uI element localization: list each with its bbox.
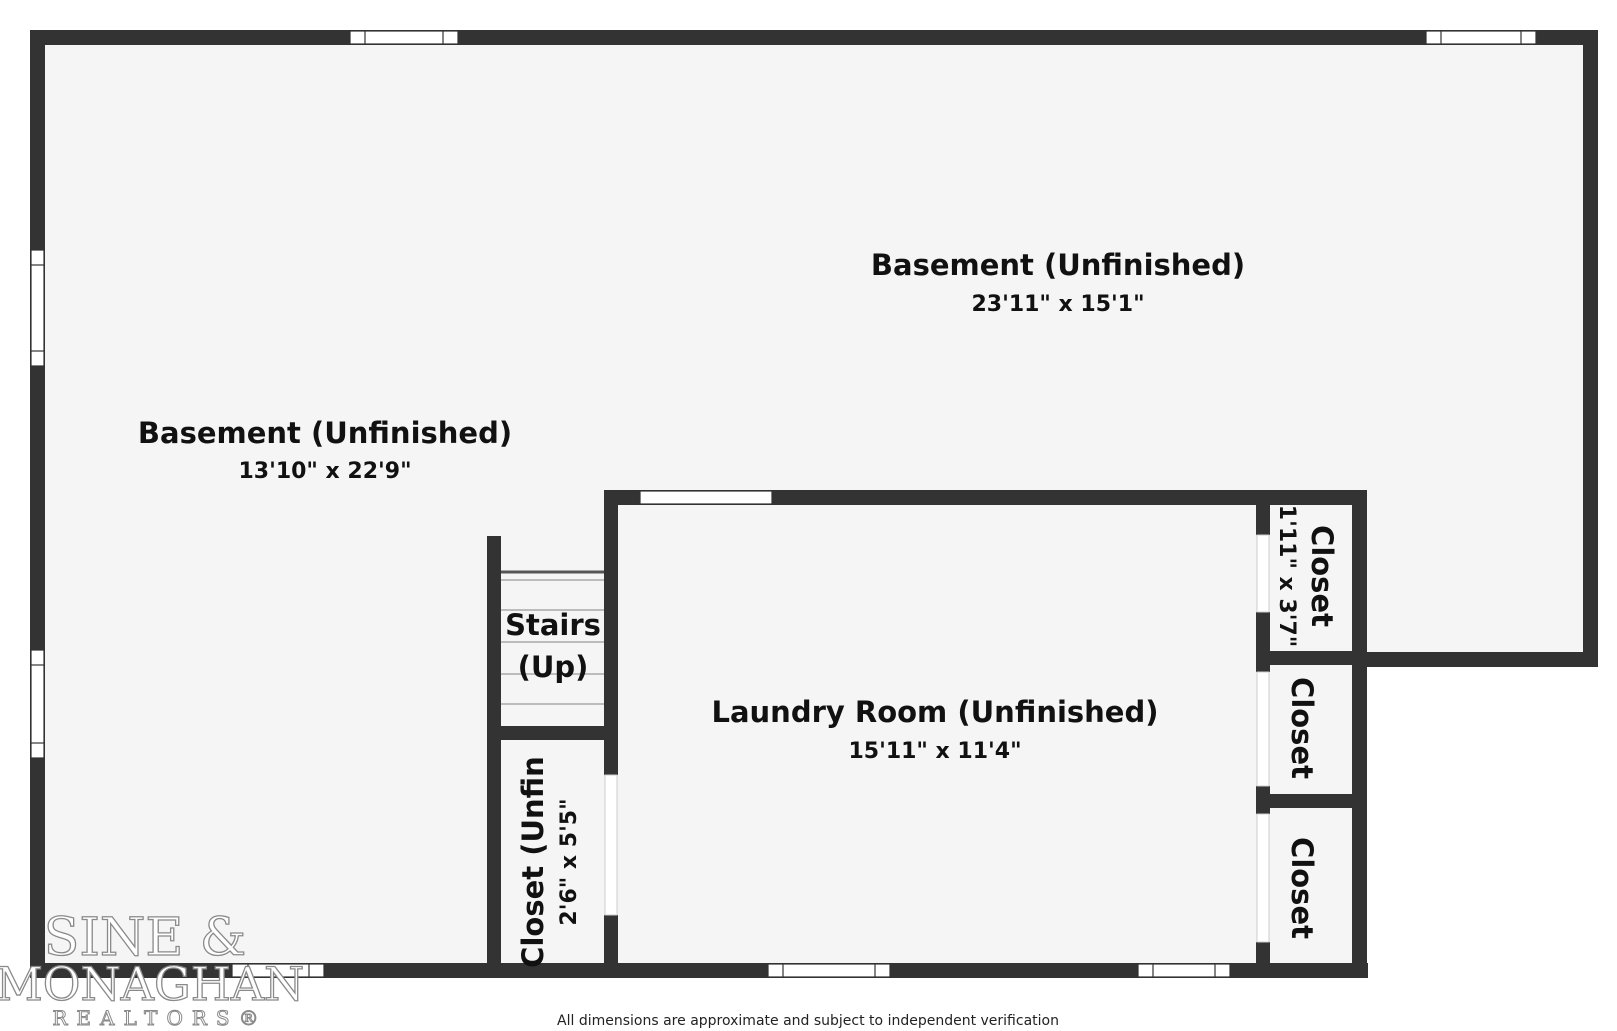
wall-closets-west-a bbox=[1256, 490, 1270, 535]
window-laundry-top bbox=[639, 490, 773, 505]
window-bottom-mid bbox=[767, 963, 891, 978]
laundry-name: Laundry Room (Unfinished) bbox=[711, 695, 1158, 729]
stairs-label-1: Stairs bbox=[505, 608, 601, 642]
wall-laundry-west-lower bbox=[604, 915, 618, 978]
wall-right bbox=[1583, 30, 1598, 667]
logo-line-1: SINE & bbox=[44, 908, 246, 968]
wall-laundry-west-upper bbox=[604, 490, 618, 775]
logo-line-3: REALTORS® bbox=[52, 1006, 267, 1030]
interior-walls bbox=[487, 490, 1367, 978]
closet-top-name: Closet bbox=[1305, 525, 1339, 627]
wall-top bbox=[30, 30, 1598, 45]
basement-left-name: Basement (Unfinished) bbox=[138, 416, 512, 450]
disclaimer-text: All dimensions are approximate and subje… bbox=[557, 1013, 1059, 1029]
door-closet-top bbox=[1256, 534, 1270, 613]
window-bottom-right bbox=[1137, 963, 1231, 978]
windows bbox=[30, 30, 1537, 978]
stairs-label-2: (Up) bbox=[518, 650, 589, 684]
room-labels: Basement (Unfinished) 23'11" x 15'1" Bas… bbox=[138, 248, 1339, 968]
door-closet-bottom bbox=[1256, 813, 1270, 943]
door-closet-unfin bbox=[604, 774, 618, 916]
logo-line-2: MONAGHAN bbox=[0, 957, 304, 1011]
wall-closet-divider-2 bbox=[1256, 794, 1367, 808]
window-top-left bbox=[349, 30, 459, 45]
door-closet-mid bbox=[1256, 671, 1270, 787]
window-left-upper bbox=[30, 249, 45, 367]
stair-treads bbox=[501, 570, 604, 705]
wall-bottom bbox=[30, 963, 1368, 978]
window-bottom-left bbox=[231, 963, 325, 978]
laundry-dims: 15'11" x 11'4" bbox=[848, 739, 1021, 764]
closet-unfin-dims: 2'6" x 5'5" bbox=[557, 798, 582, 925]
wall-laundry-top bbox=[604, 490, 1367, 505]
closet-mid-name: Closet bbox=[1285, 677, 1319, 779]
window-left-lower bbox=[30, 649, 45, 759]
basement-right-dims: 23'11" x 15'1" bbox=[971, 292, 1144, 317]
door-openings bbox=[604, 534, 1270, 943]
closet-unfin-name: Closet (Unfin bbox=[516, 756, 550, 968]
basement-left-dims: 13'10" x 22'9" bbox=[238, 459, 411, 484]
window-top-right bbox=[1425, 30, 1537, 45]
wall-closet-divider-1 bbox=[1256, 651, 1367, 665]
wall-stairs-west bbox=[487, 536, 501, 978]
closet-top-dims: 1'11" x 3'7" bbox=[1274, 505, 1299, 647]
wall-stairs-bottom bbox=[487, 726, 618, 740]
wall-closet-east bbox=[1352, 490, 1367, 978]
wall-closets-west-d bbox=[1256, 942, 1270, 978]
wall-right-step bbox=[1352, 652, 1598, 667]
wall-left bbox=[30, 30, 45, 978]
closet-bottom-name: Closet bbox=[1285, 837, 1319, 939]
basement-right-name: Basement (Unfinished) bbox=[871, 248, 1245, 282]
realtor-logo: SINE & MONAGHAN REALTORS® bbox=[0, 907, 305, 1030]
